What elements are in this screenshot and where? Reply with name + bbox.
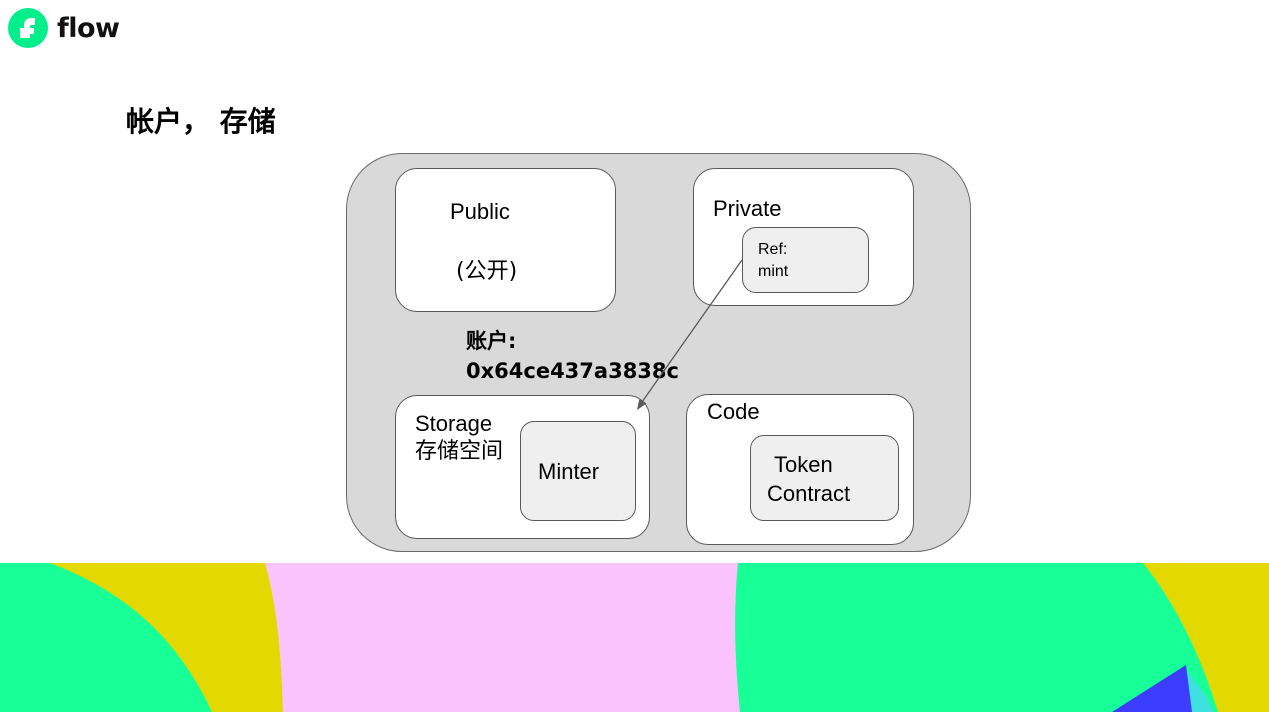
storage-sublabel: 存储空间 [415,439,504,464]
flow-logo: flow [8,8,120,48]
ref-label: Ref: [758,241,788,258]
brand-name: flow [57,12,120,44]
flow-logo-icon [8,8,48,48]
token-contract-box [750,435,899,521]
storage-label: Storage [415,411,493,436]
token-label: Token [774,452,833,477]
private-label: Private [713,196,782,221]
public-box [395,168,616,312]
account-address: 0x64ce437a3838c [466,359,679,383]
ref-mint-box [742,227,869,293]
account-label-title: 账户: [466,329,517,353]
slide-title: 帐户， 存储 [126,105,276,138]
ref-mint-label: mint [758,263,789,280]
minter-box [520,421,636,521]
contract-label: Contract [767,481,851,506]
public-label: Public [450,199,510,224]
public-sublabel: (公开) [456,259,518,284]
account-label: 账户: 0x64ce437a3838c [466,326,679,386]
code-label: Code [707,399,760,424]
decorative-background [0,563,1269,712]
minter-label: Minter [538,459,600,484]
